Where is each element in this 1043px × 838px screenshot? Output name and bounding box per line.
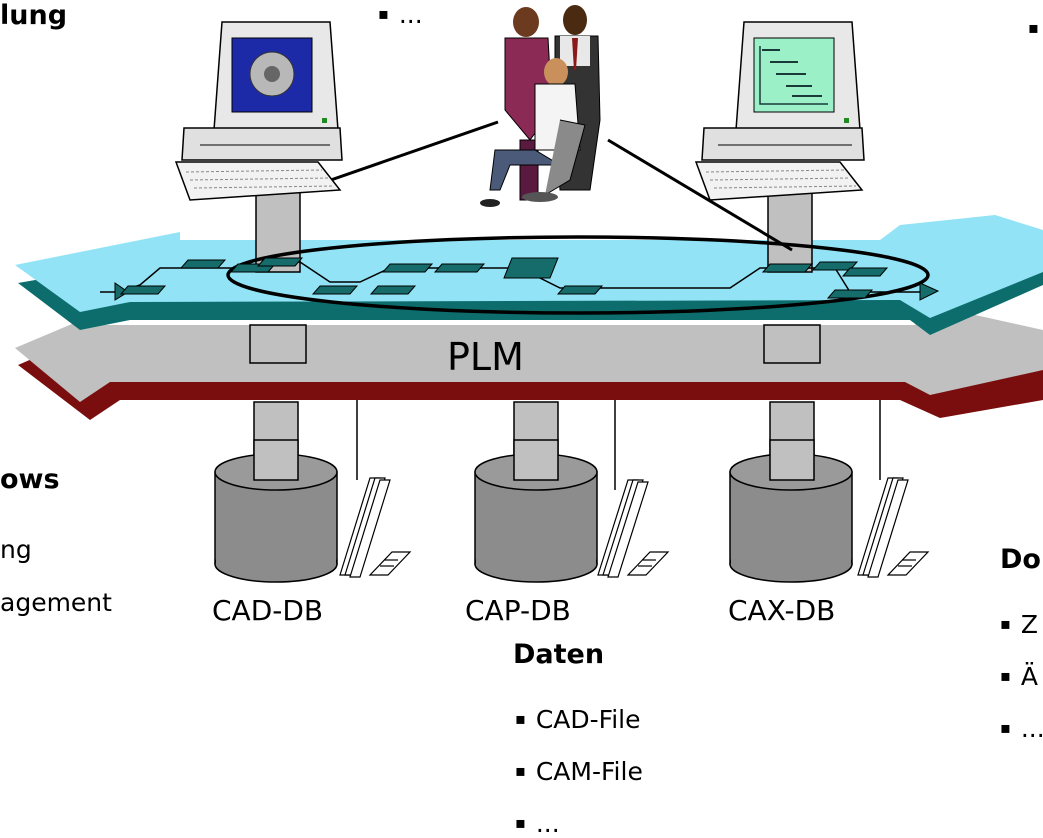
left-section-line: ng	[0, 535, 32, 564]
document-stack-icon	[597, 479, 670, 578]
cax-db-label: CAX-DB	[728, 594, 836, 627]
top-right-bullet	[1028, 16, 1043, 41]
doc-lines	[356, 400, 881, 490]
plm-label: PLM	[447, 335, 524, 379]
right-pillar	[763, 189, 821, 364]
left-section-heading: ows	[0, 464, 60, 495]
daten-heading: Daten	[513, 639, 605, 670]
daten-item: CAM-File	[515, 759, 643, 784]
document-stack-icon	[857, 477, 930, 578]
left-section-line: agement	[0, 588, 112, 617]
computer-right-icon	[694, 21, 865, 201]
workflow-nodes	[114, 257, 940, 301]
right-section-item: Z	[1000, 612, 1038, 637]
database-cad-icon	[214, 439, 338, 583]
database-cap-icon	[474, 439, 598, 583]
people-group-icon	[480, 5, 601, 207]
daten-item: ...	[515, 811, 560, 836]
right-section-item: ...	[1000, 716, 1043, 741]
database-cax-icon	[729, 439, 853, 583]
right-section-heading: Do	[1000, 544, 1041, 575]
top-center-bullet: ...	[378, 2, 423, 27]
computer-left-icon	[174, 21, 343, 201]
document-stack-icon	[339, 477, 412, 578]
right-section-item: Ä	[1000, 664, 1038, 689]
top-left-heading: lung	[0, 0, 68, 31]
cap-db-label: CAP-DB	[465, 594, 571, 627]
cad-db-label: CAD-DB	[212, 594, 324, 627]
daten-item: CAD-File	[515, 707, 641, 732]
